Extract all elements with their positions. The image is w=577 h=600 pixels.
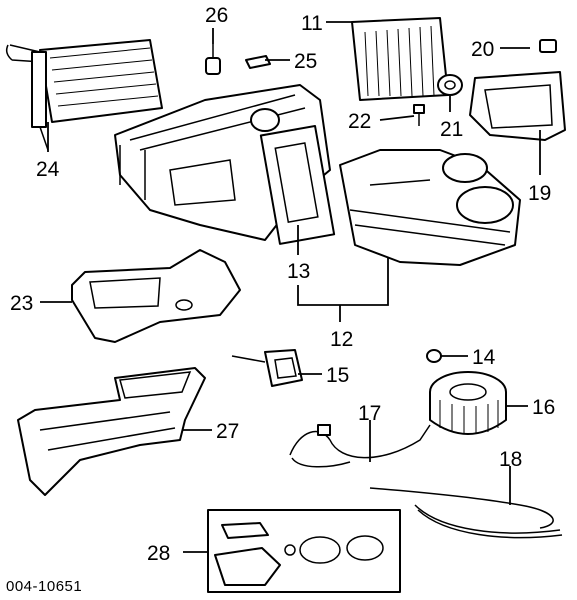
callout-28: 28 [147, 542, 170, 565]
callout-23: 23 [10, 292, 33, 315]
callout-24: 24 [36, 158, 60, 181]
callout-22: 22 [348, 110, 371, 133]
part-26-actuator [205, 44, 221, 75]
callout-labels: 26 25 11 20 22 21 19 24 13 12 23 15 14 1… [10, 4, 555, 565]
callout-14: 14 [472, 346, 496, 369]
callout-11: 11 [301, 12, 323, 35]
callout-19: 19 [528, 182, 551, 205]
callout-13: 13 [287, 260, 310, 283]
callout-21: 21 [440, 118, 463, 141]
leader-lines [40, 21, 541, 553]
part-22-screw [413, 104, 425, 126]
document-code: 004-10651 [6, 578, 82, 595]
part-13-hvac-housing [114, 84, 336, 245]
part-20-connector [539, 39, 557, 53]
callout-15: 15 [326, 364, 349, 387]
part-14-grommet [426, 349, 442, 363]
part-27-distribution-duct [17, 367, 206, 496]
callout-16: 16 [532, 396, 555, 419]
part-15-actuator [231, 349, 303, 387]
part-25-clip [245, 55, 271, 69]
callout-12: 12 [330, 328, 353, 351]
part-16-blower-motor [429, 371, 507, 435]
part-17-wiring-harness [289, 424, 431, 468]
part-12-lower-housing [339, 149, 521, 266]
callout-27: 27 [216, 420, 239, 443]
callout-26: 26 [205, 4, 228, 27]
part-28-seal-kit [207, 509, 401, 593]
part-19-recirc-housing [469, 71, 566, 141]
callout-20: 20 [471, 38, 494, 61]
part-11-evaporator [351, 17, 449, 101]
callout-25: 25 [294, 50, 317, 73]
callout-18: 18 [499, 448, 522, 471]
part-24-heater-core [5, 39, 163, 151]
part-23-inlet-duct [71, 249, 241, 343]
callout-17: 17 [358, 402, 381, 425]
part-21-resistor [437, 74, 463, 96]
